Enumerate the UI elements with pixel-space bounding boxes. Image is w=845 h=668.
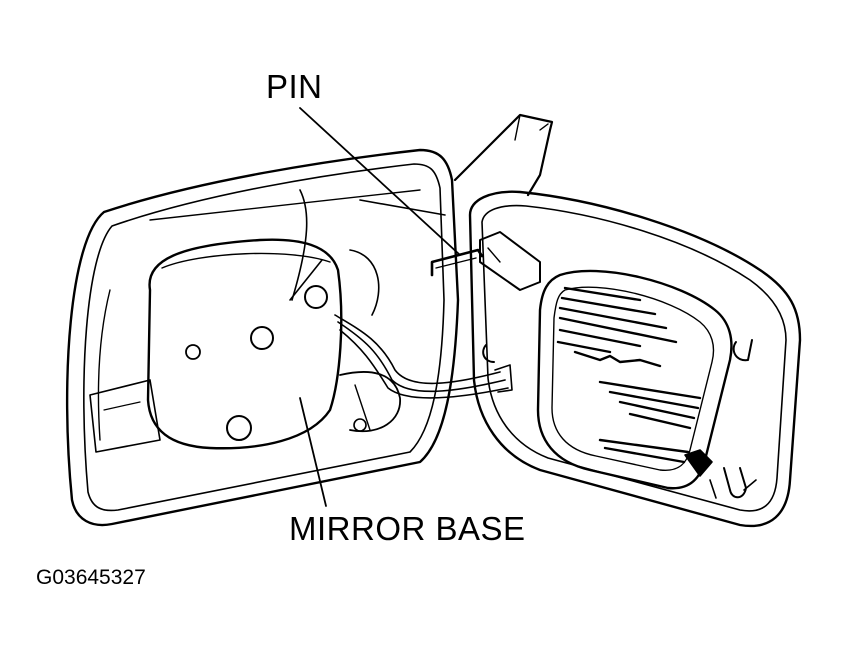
mirror-housing xyxy=(65,113,554,527)
mirror-base-label: MIRROR BASE xyxy=(289,510,526,547)
wire-harness xyxy=(334,314,513,399)
pin-leader-line xyxy=(299,107,461,256)
mirror-glass-holder xyxy=(468,190,802,528)
mirror-base-leader-line xyxy=(299,397,327,507)
pin-part xyxy=(430,248,484,277)
mirror-base-unit xyxy=(146,238,343,450)
figure-code: G03645327 xyxy=(36,566,146,589)
pin-label: PIN xyxy=(266,68,323,105)
